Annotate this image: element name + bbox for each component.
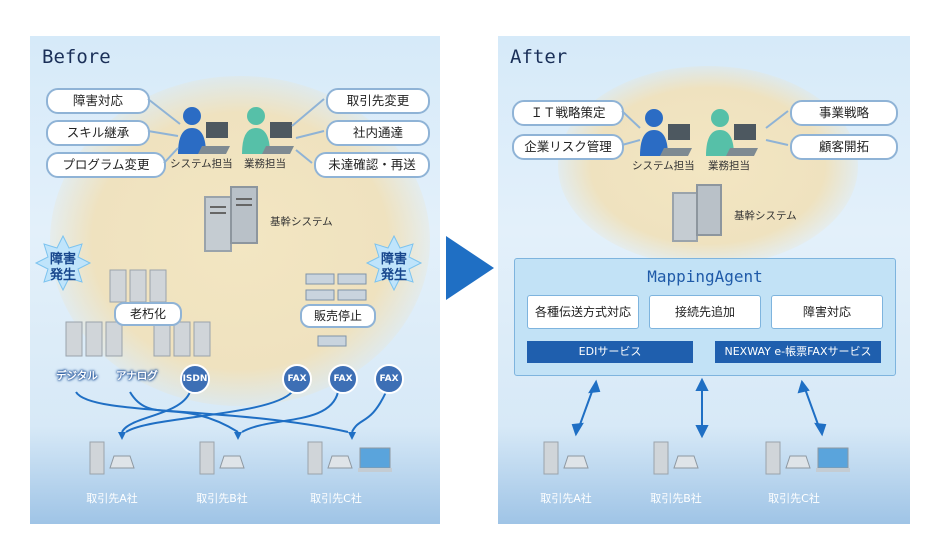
aging-label: 老朽化 — [114, 302, 182, 326]
panel-title: After — [510, 46, 568, 68]
next-arrow-icon — [446, 236, 494, 300]
alert-text: 障害 発生 — [380, 252, 407, 283]
feature-box: 接続先追加 — [649, 295, 761, 329]
task-pill: プログラム変更 — [46, 152, 166, 178]
partner-label: 取引先A社 — [86, 492, 138, 505]
partner-label: 取引先C社 — [768, 492, 820, 505]
task-pill: 企業リスク管理 — [512, 134, 624, 160]
before-panel: Before 障害対応 スキル継承 プログラム変更 取引先変更 社内通達 未達確… — [30, 36, 440, 524]
partner-label: 取引先B社 — [196, 492, 248, 505]
staff-label: 業務担当 — [244, 158, 286, 170]
partner-device-icon — [765, 441, 850, 475]
partner-label: 取引先C社 — [310, 492, 362, 505]
partner-label: 取引先A社 — [540, 492, 592, 505]
feature-box: 障害対応 — [771, 295, 883, 329]
fax-service-bar: NEXWAY e-帳票FAXサービス — [715, 341, 881, 363]
task-pill: 事業戦略 — [790, 100, 898, 126]
link-arrows — [571, 377, 827, 439]
system-staff-icon — [178, 107, 230, 154]
staff-label: システム担当 — [170, 158, 233, 170]
task-pill: 未達確認・再送 — [314, 152, 430, 178]
mapping-agent-box: MappingAgent 各種伝送方式対応 接続先追加 障害対応 EDIサービス… — [514, 258, 896, 376]
after-panel: After ＩＴ戦略策定 企業リスク管理 事業戦略 顧客開拓 — [498, 36, 910, 524]
task-pill: 障害対応 — [46, 88, 150, 114]
connection-analog: アナログ — [116, 370, 158, 382]
staff-label: システム担当 — [632, 160, 695, 172]
discontinued-label: 販売停止 — [300, 304, 376, 328]
core-server-icon — [204, 186, 258, 252]
core-system-label: 基幹システム — [734, 210, 797, 222]
connection-digital: デジタル — [56, 370, 98, 382]
partner-label: 取引先B社 — [650, 492, 702, 505]
staff-label: 業務担当 — [708, 160, 750, 172]
connection-fax: FAX — [282, 364, 312, 394]
alert-burst-icon — [365, 234, 423, 292]
task-pill: 顧客開拓 — [790, 134, 898, 160]
partner-device-icon — [89, 441, 135, 475]
edi-service-bar: EDIサービス — [527, 341, 693, 363]
task-pill: スキル継承 — [46, 120, 150, 146]
connection-fax: FAX — [374, 364, 404, 394]
partner-device-icon — [307, 441, 392, 475]
business-staff-icon — [242, 107, 294, 154]
system-staff-icon — [640, 109, 692, 156]
legacy-server-icon — [65, 269, 211, 357]
task-pill: 取引先変更 — [326, 88, 430, 114]
routing-lines — [75, 391, 387, 433]
alert-burst-icon — [34, 234, 92, 292]
feature-box: 各種伝送方式対応 — [527, 295, 639, 329]
core-server-icon — [672, 184, 722, 242]
modem-icon — [305, 273, 367, 347]
before-graphics — [34, 98, 423, 475]
alert-text: 障害 発生 — [49, 252, 76, 283]
panel-title: Before — [42, 46, 111, 68]
connection-isdn: ISDN — [180, 364, 210, 394]
core-system-label: 基幹システム — [270, 216, 333, 228]
partner-device-icon — [543, 441, 589, 475]
partner-device-icon — [653, 441, 699, 475]
task-pill: 社内通達 — [326, 120, 430, 146]
mapping-agent-title: MappingAgent — [647, 267, 763, 286]
partner-device-icon — [199, 441, 245, 475]
business-staff-icon — [706, 109, 758, 156]
after-graphics — [543, 109, 850, 475]
connection-fax: FAX — [328, 364, 358, 394]
